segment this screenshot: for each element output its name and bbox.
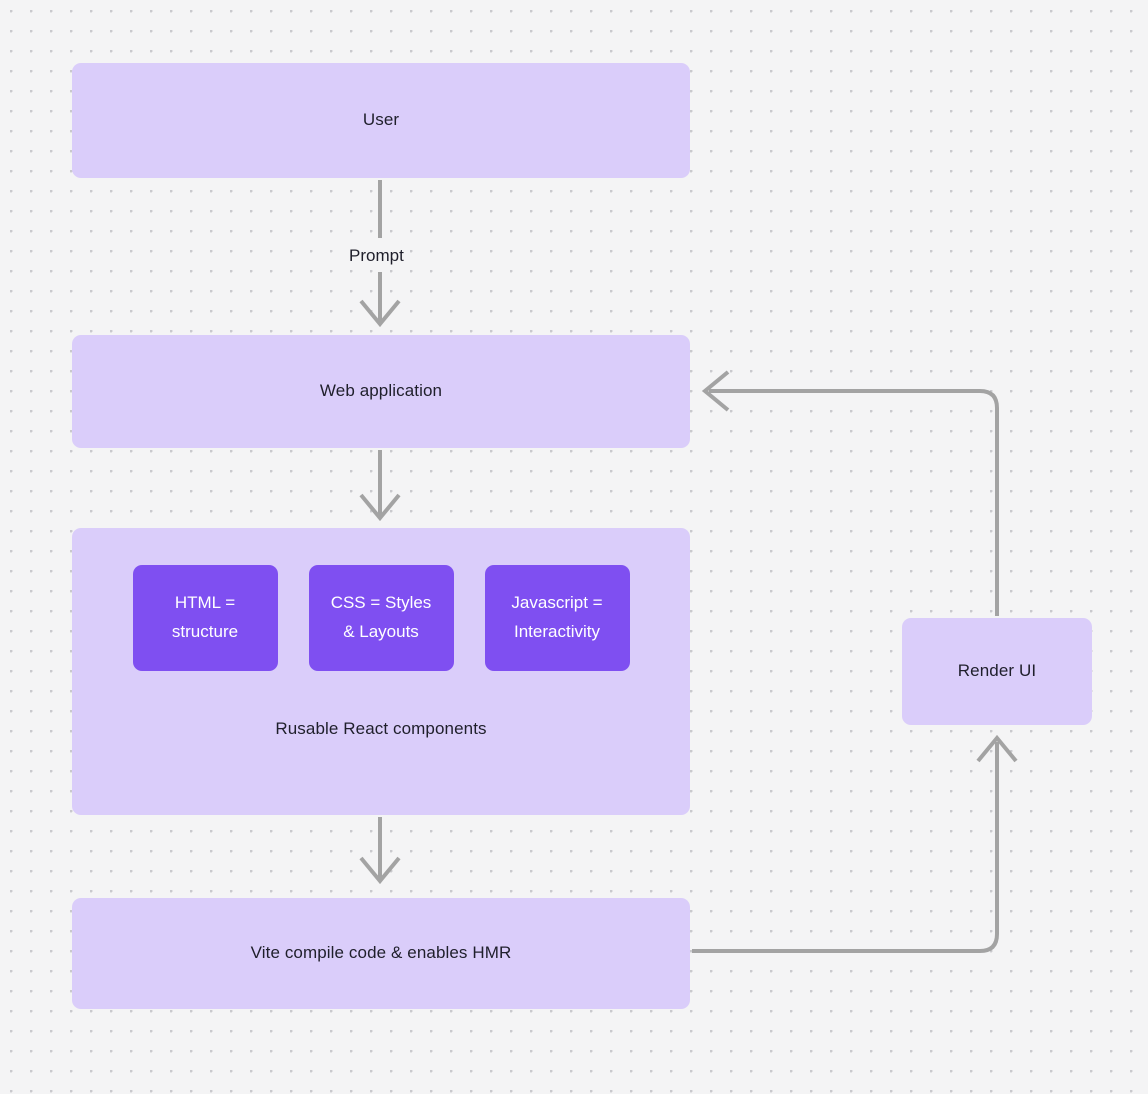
edge-vite-to-render (692, 734, 1018, 953)
chip-html[interactable]: HTML = structure (132, 565, 278, 671)
react-chip-row: HTML = structure CSS = Styles & Layouts Ja… (72, 565, 690, 671)
chip-javascript-line2: Interactivity (514, 622, 600, 641)
chip-javascript-label: Javascript = Interactivity (511, 589, 602, 647)
react-container-caption-wrap: Rusable React components (72, 718, 690, 741)
chip-css-line2: & Layouts (343, 622, 419, 641)
edge-render-to-webapp (701, 370, 999, 616)
chip-html-line1: HTML = (174, 593, 236, 613)
chip-css[interactable]: CSS = Styles & Layouts (308, 565, 454, 671)
edge-label-prompt: Prompt (343, 245, 410, 267)
chip-css-line1: CSS = Styles (330, 593, 432, 613)
node-web-application[interactable]: Web application (72, 335, 690, 448)
react-container-caption: Rusable React components (275, 719, 487, 738)
node-render-ui-label: Render UI (957, 661, 1037, 681)
node-render-ui[interactable]: Render UI (902, 618, 1092, 725)
node-vite-label: Vite compile code & enables HMR (250, 943, 512, 963)
chip-javascript[interactable]: Javascript = Interactivity (484, 565, 630, 671)
node-web-application-label: Web application (319, 381, 443, 401)
edge-webapp-to-react (359, 450, 401, 522)
chip-html-line2: structure (171, 622, 239, 641)
chip-html-label: HTML = structure (172, 589, 238, 647)
node-user[interactable]: User (72, 63, 690, 178)
node-react-container[interactable]: HTML = structure CSS = Styles & Layouts Ja… (72, 528, 690, 815)
node-vite[interactable]: Vite compile code & enables HMR (72, 898, 690, 1009)
edge-react-to-vite (359, 817, 401, 885)
chip-css-label: CSS = Styles & Layouts (331, 589, 432, 647)
node-user-label: User (362, 110, 400, 130)
chip-javascript-line1: Javascript = (511, 593, 603, 613)
